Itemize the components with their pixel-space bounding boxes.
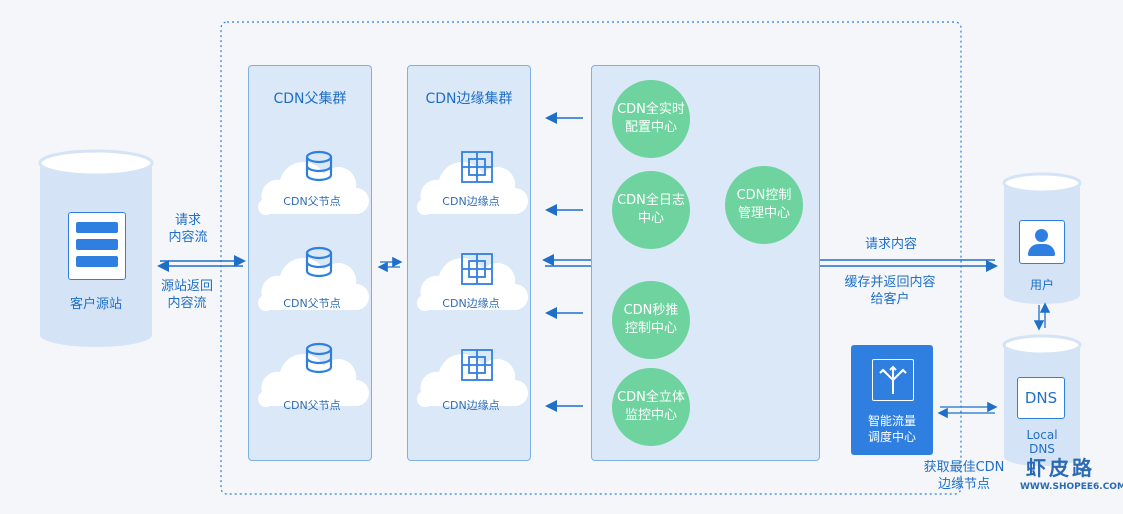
monitor-center: CDN全立体 监控中心 [612, 368, 690, 446]
parent-node-label: CDN父节点 [283, 195, 341, 208]
user-request-label: 请求内容 [864, 237, 917, 252]
origin-server-icon [68, 212, 126, 280]
log-center-label: CDN全日志 中心 [617, 193, 685, 226]
best-edge-label: 获取最佳CDN 边缘节点 [923, 460, 1005, 492]
edge-node-label: CDN边缘点 [442, 195, 500, 208]
parent-node-cloud-3 [257, 354, 369, 408]
user-label: 用户 [1029, 278, 1054, 292]
user-return-label: 缓存并返回内容 给客户 [844, 275, 936, 307]
edge-node-label: CDN边缘点 [442, 297, 500, 310]
edge-node-icon [461, 253, 493, 285]
realtime-config-label: CDN全实时 配置中心 [617, 102, 685, 135]
monitor-center-label: CDN全立体 监控中心 [617, 390, 685, 423]
database-icon [305, 342, 333, 374]
parent-cluster-title: CDN父集群 [273, 91, 347, 107]
traffic-split-icon [872, 359, 914, 401]
origin-request-flow-label: 请求 内容流 [168, 213, 208, 245]
watermark-brand: 虾皮路 [1026, 456, 1095, 480]
control-management-center: CDN控制 管理中心 [725, 166, 803, 244]
edge-cluster-title: CDN边缘集群 [425, 91, 513, 107]
database-icon [305, 150, 333, 182]
dns-icon: DNS [1017, 377, 1065, 419]
edge-node-cloud-1 [416, 162, 528, 216]
edge-node-icon [461, 349, 493, 381]
edge-node-label: CDN边缘点 [442, 399, 500, 412]
parent-node-cloud-1 [257, 162, 369, 216]
cdn-system-boundary [220, 21, 962, 495]
smart-traffic-scheduler: 智能流量 调度中心 [851, 345, 933, 455]
push-control-center: CDN秒推 控制中心 [612, 281, 690, 359]
edge-node-icon [461, 151, 493, 183]
user-icon [1019, 220, 1065, 264]
smart-scheduler-label: 智能流量 调度中心 [867, 414, 916, 444]
log-center: CDN全日志 中心 [612, 171, 690, 249]
parent-node-label: CDN父节点 [283, 297, 341, 310]
parent-node-label: CDN父节点 [283, 399, 341, 412]
origin-return-flow-label: 源站返回 内容流 [160, 279, 213, 311]
push-control-label: CDN秒推 控制中心 [623, 303, 679, 336]
local-dns-label: Local DNS [1026, 428, 1058, 456]
database-icon [305, 246, 333, 278]
origin-label: 客户源站 [69, 297, 122, 312]
realtime-config-center: CDN全实时 配置中心 [612, 80, 690, 158]
parent-node-cloud-2 [257, 258, 369, 312]
watermark-url: WWW.SHOPEE6.COM [1020, 482, 1123, 492]
control-management-label: CDN控制 管理中心 [736, 188, 792, 221]
